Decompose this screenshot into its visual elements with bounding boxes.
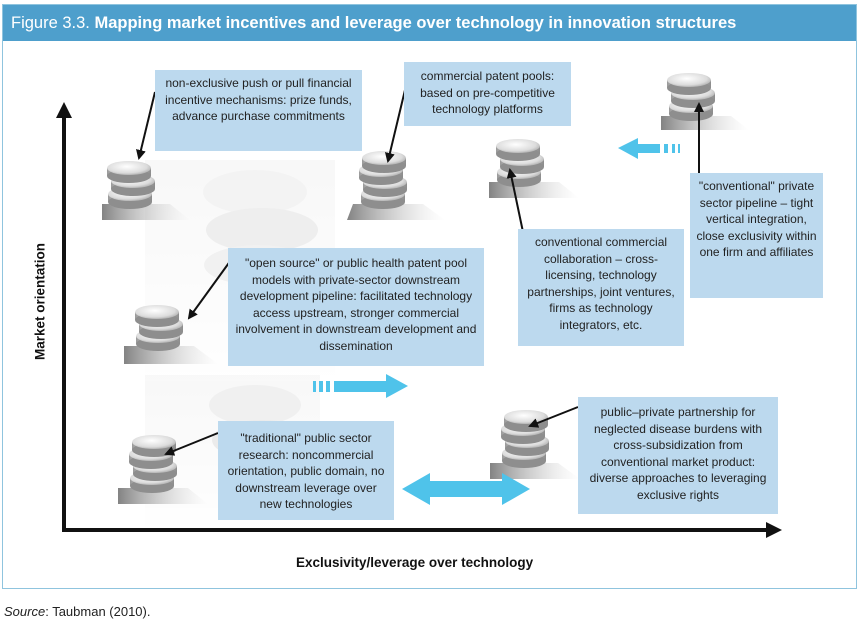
coin-stack-traditional	[118, 435, 208, 504]
coin-stack-conventional-pipeline	[661, 73, 749, 130]
pointer-arrows	[136, 89, 704, 456]
box-traditional-public-research: "traditional" public sector research: no…	[218, 421, 394, 520]
coin-stack-non-exclusive	[102, 161, 190, 220]
coin-stack-open-source	[124, 305, 218, 364]
figure-number: Figure 3.3.	[11, 14, 90, 32]
blue-arrow-right-icon	[313, 374, 408, 398]
coin-stack-conventional-collab	[489, 139, 579, 198]
blue-arrow-left-icon	[618, 138, 680, 159]
coin-stack-ppp	[490, 410, 580, 479]
source-text: : Taubman (2010).	[45, 604, 151, 619]
box-open-source-models: "open source" or public health patent po…	[228, 248, 484, 366]
source-label: Source	[4, 604, 46, 619]
box-public-private-partnership: public–private partnership for neglected…	[578, 397, 778, 514]
y-axis-label: Market orientation	[32, 242, 48, 361]
y-axis-arrowhead	[56, 102, 72, 118]
box-commercial-patent-pools: commercial patent pools: based on pre-co…	[404, 62, 571, 126]
x-axis-arrowhead	[766, 522, 782, 538]
figure-title: Mapping market incentives and leverage o…	[94, 14, 737, 32]
coin-stack-patent-pools	[347, 151, 445, 220]
box-non-exclusive-incentives: non-exclusive push or pull financial inc…	[155, 70, 362, 151]
x-axis-label: Exclusivity/leverage over technology	[296, 555, 534, 570]
blue-double-arrow-icon	[402, 473, 530, 505]
source-note: Source: Taubman (2010).	[4, 604, 150, 619]
box-conventional-pipeline: "conventional" private sector pipeline –…	[690, 173, 823, 298]
box-conventional-collaboration: conventional commercial collaboration – …	[518, 229, 684, 346]
figure-title-bar: Figure 3.3. Mapping market incentives an…	[3, 5, 856, 41]
